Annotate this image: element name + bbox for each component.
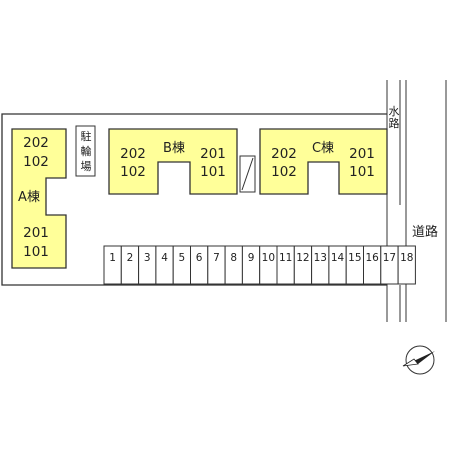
building-c bbox=[259, 128, 388, 195]
waterway-label-1: 水 bbox=[389, 105, 400, 118]
parking-stall-number: 5 bbox=[179, 252, 186, 264]
building-c-unit-101: 101 bbox=[349, 164, 375, 180]
building-c-unit-102: 102 bbox=[271, 164, 297, 180]
building-c-unit-202: 202 bbox=[271, 146, 297, 162]
parking-stall-number: 2 bbox=[127, 252, 134, 264]
parking-stall-number: 7 bbox=[213, 252, 220, 264]
parking-stall-number: 1 bbox=[109, 252, 116, 264]
building-b-unit-102: 102 bbox=[120, 164, 146, 180]
parking-stall-number: 15 bbox=[348, 252, 361, 264]
parking-stall-number: 11 bbox=[279, 252, 292, 264]
building-c-unit-201: 201 bbox=[349, 146, 375, 162]
parking-stall bbox=[397, 245, 416, 285]
parking-stall-number: 14 bbox=[331, 252, 345, 264]
building-a-unit-101: 101 bbox=[23, 244, 49, 260]
north-arrow-icon bbox=[402, 345, 435, 375]
parking-stall-number: 10 bbox=[262, 252, 275, 264]
bike-parking-label-3: 場 bbox=[81, 160, 92, 173]
building-b-name: B棟 bbox=[163, 141, 185, 156]
building-b-unit-202: 202 bbox=[120, 146, 146, 162]
building-a bbox=[11, 128, 67, 269]
parking-stall-number: 4 bbox=[161, 252, 168, 264]
parking-stall-number: 16 bbox=[365, 252, 379, 264]
parking-stall-number: 9 bbox=[248, 252, 255, 264]
parking-stall-number: 8 bbox=[230, 252, 237, 264]
waterway-label-2: 路 bbox=[389, 117, 400, 130]
parking-stall-number: 3 bbox=[144, 252, 151, 264]
trash-station-diagonal bbox=[241, 157, 254, 191]
bike-parking-label-1: 駐 bbox=[81, 129, 92, 143]
building-b bbox=[108, 128, 238, 195]
building-b-unit-201: 201 bbox=[200, 146, 226, 162]
road-label: 道路 bbox=[412, 224, 438, 240]
parking-stall-number: 18 bbox=[400, 252, 413, 264]
property-boundary bbox=[1, 113, 387, 286]
bike-parking bbox=[75, 125, 96, 177]
building-a-unit-201: 201 bbox=[23, 225, 49, 241]
bike-parking-label-2: 輪 bbox=[81, 144, 92, 158]
building-c-name: C棟 bbox=[312, 141, 334, 156]
parking-stall-number: 12 bbox=[296, 252, 309, 264]
building-a-unit-202: 202 bbox=[23, 135, 49, 151]
parking-stall-number: 13 bbox=[314, 252, 327, 264]
building-b-unit-101: 101 bbox=[200, 164, 226, 180]
building-a-unit-102: 102 bbox=[23, 154, 49, 170]
parking-stall-number: 17 bbox=[383, 252, 396, 264]
parking-stall-number: 6 bbox=[196, 252, 203, 264]
building-a-name: A棟 bbox=[18, 190, 40, 205]
